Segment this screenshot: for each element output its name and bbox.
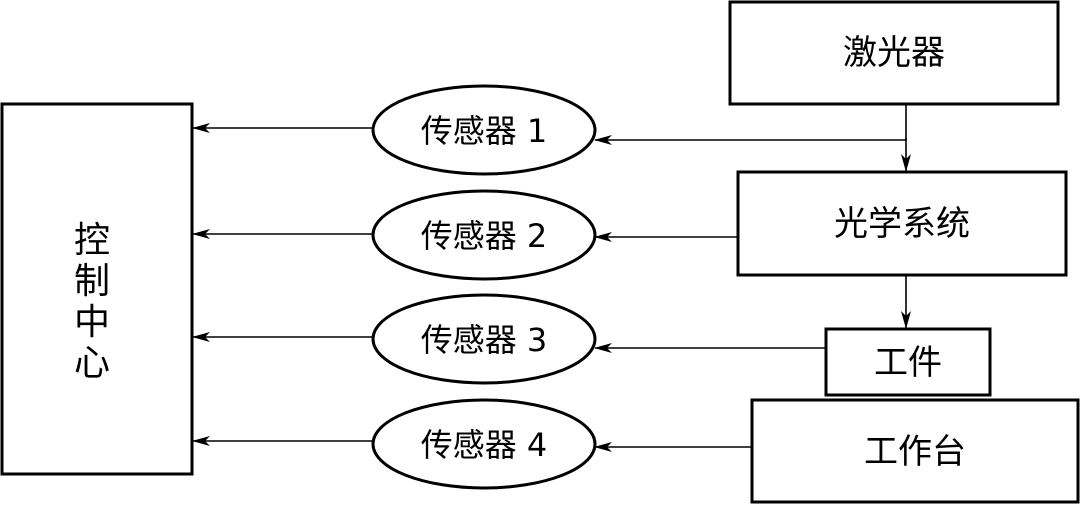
sensor-2-label: 传感器 2	[421, 217, 548, 255]
sensor-node-4: 传感器 4	[371, 398, 597, 490]
optics-box	[736, 170, 1068, 277]
control-center-char-1: 控	[74, 220, 110, 261]
control-center-char-2: 制	[74, 261, 110, 302]
sensor-3-ellipse	[371, 293, 597, 385]
worktable-box	[750, 398, 1080, 504]
laser-node: 激光器	[728, 0, 1060, 106]
workpiece-label: 工件	[874, 343, 942, 383]
control-center-box	[0, 102, 194, 476]
laser-box	[728, 0, 1060, 106]
control-center-char-3: 中	[74, 302, 110, 343]
sensor-node-1: 传感器 1	[371, 84, 597, 176]
sensor-node-3: 传感器 3	[371, 293, 597, 385]
worktable-node: 工作台	[750, 398, 1080, 504]
sensor-1-label: 传感器 1	[421, 112, 548, 150]
optics-node: 光学系统	[736, 170, 1068, 277]
sensor-node-2: 传感器 2	[371, 189, 597, 281]
control-center-node: 控 制 中 心	[0, 102, 194, 476]
sensor-4-label: 传感器 4	[421, 426, 548, 464]
sensor-1-ellipse	[371, 84, 597, 176]
sensor-3-label: 传感器 3	[421, 321, 548, 359]
laser-label: 激光器	[843, 33, 945, 73]
optics-label: 光学系统	[834, 204, 970, 244]
workpiece-node: 工件	[824, 327, 992, 397]
workpiece-box	[824, 327, 992, 397]
control-center-char-4: 心	[74, 343, 110, 384]
worktable-label: 工作台	[864, 432, 966, 472]
arrow-laser-to-sensor-1	[594, 104, 907, 145]
